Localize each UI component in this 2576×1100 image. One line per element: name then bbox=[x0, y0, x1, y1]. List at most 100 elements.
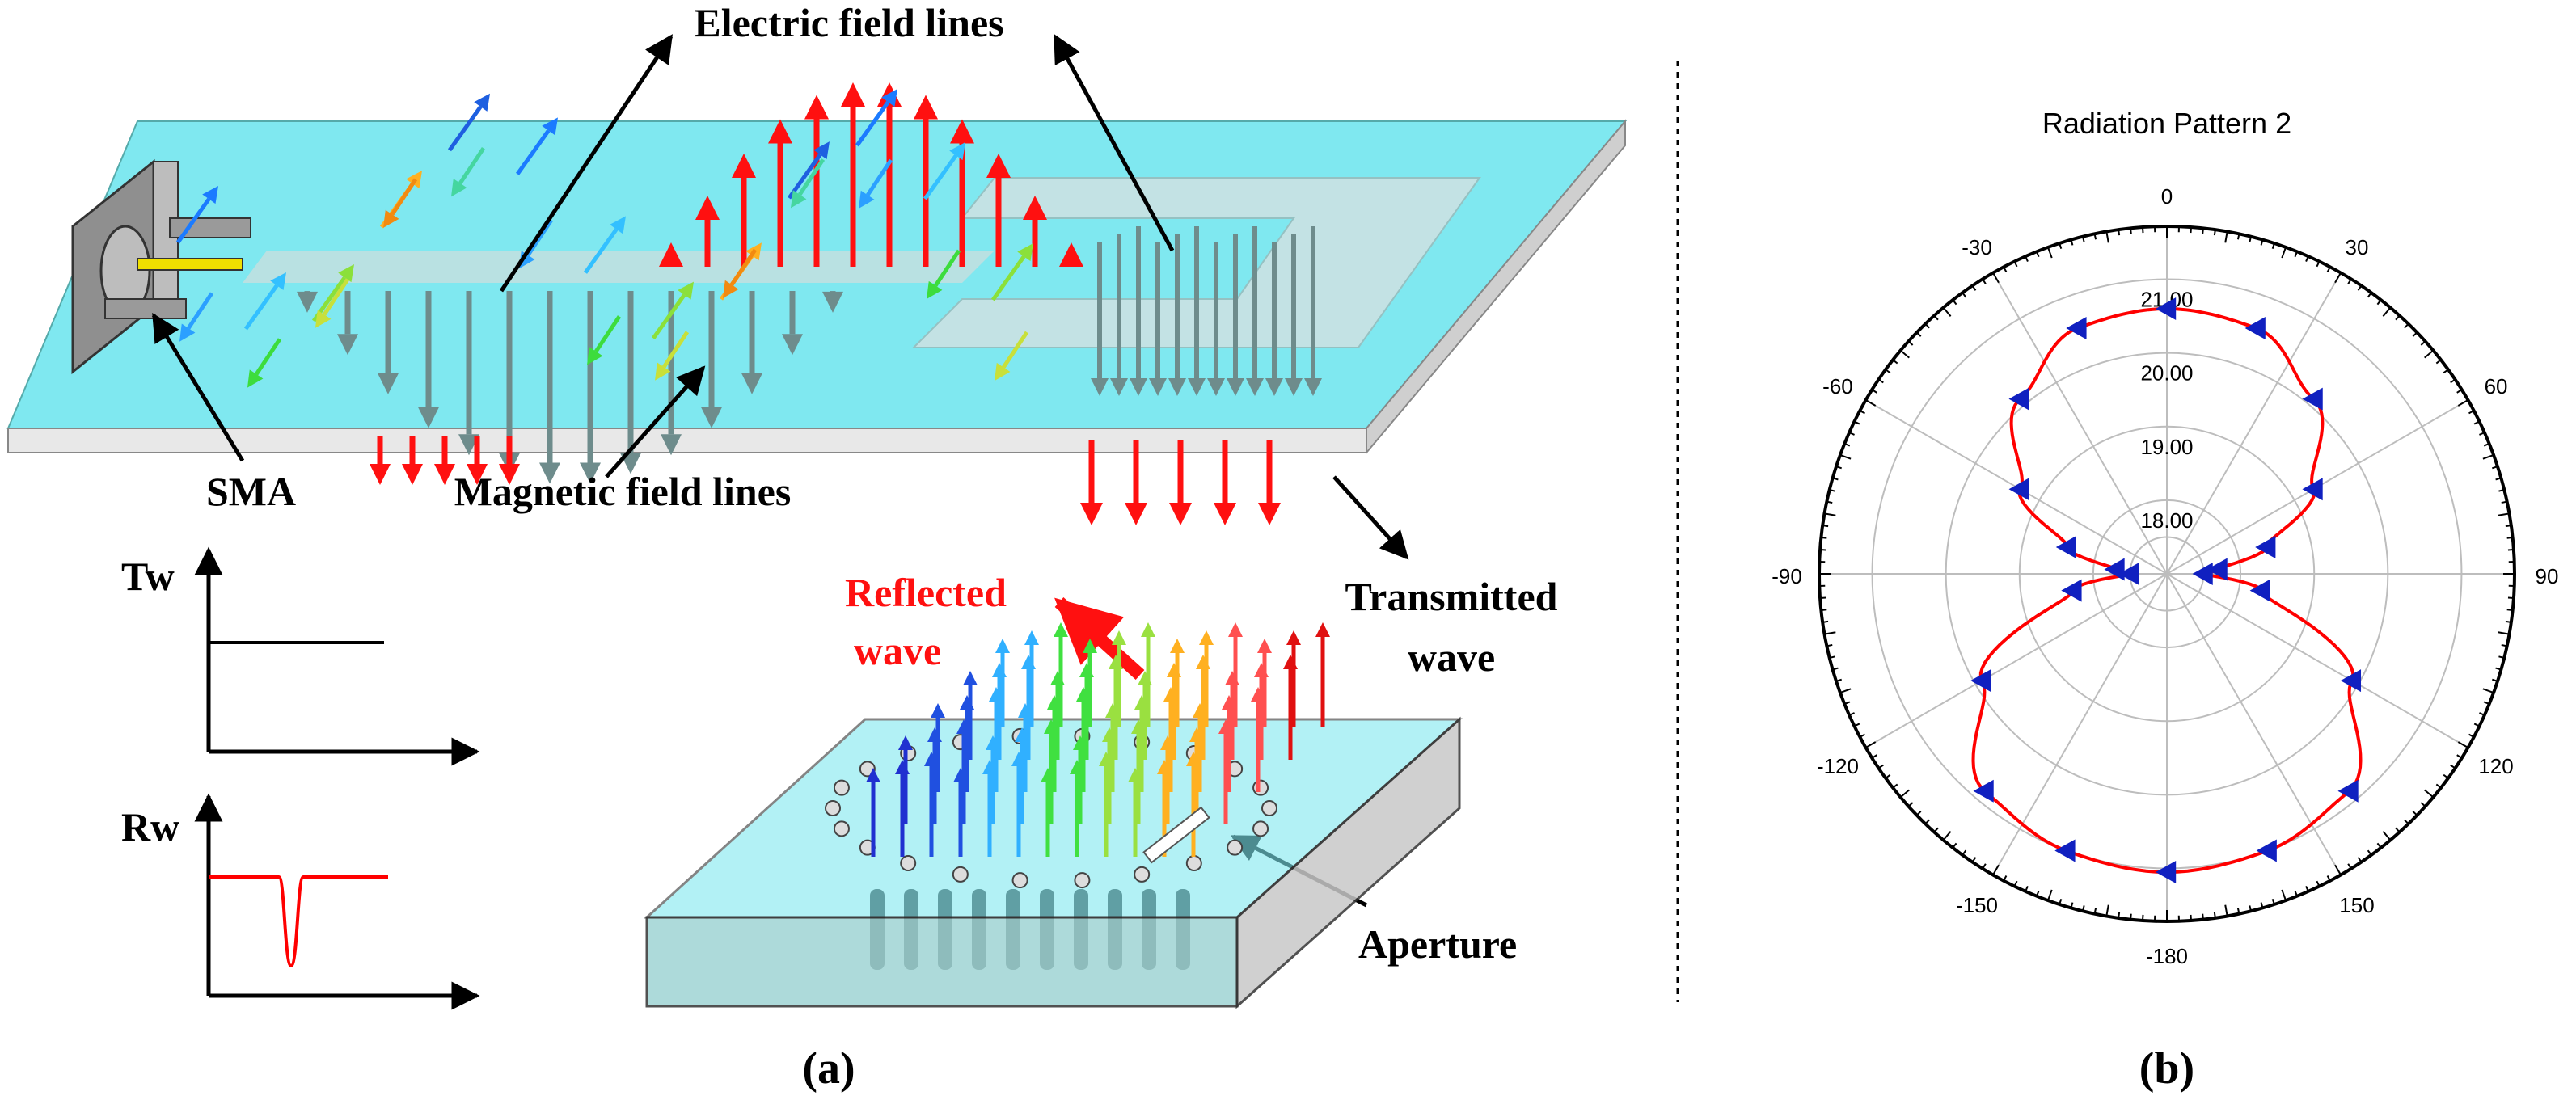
cavity-field-arrow bbox=[866, 768, 880, 857]
polar-tick bbox=[2479, 432, 2485, 436]
field-arrow-gray bbox=[580, 291, 601, 484]
polar-spoke bbox=[2166, 573, 2336, 866]
magnetic-field-arrow bbox=[723, 248, 758, 298]
electric-field-arrow bbox=[914, 95, 938, 267]
polar-tick bbox=[2404, 819, 2409, 825]
polar-radial-label: 19.00 bbox=[2140, 435, 2193, 459]
polar-angle-label: -150 bbox=[1956, 893, 1998, 917]
electric-field-arrow bbox=[695, 195, 720, 267]
polar-angle-label: -30 bbox=[1962, 235, 1992, 259]
polar-radial-label: 20.00 bbox=[2140, 361, 2193, 386]
polar-tick bbox=[2367, 849, 2372, 856]
polar-tick bbox=[2093, 234, 2097, 240]
polar-tick bbox=[2501, 500, 2507, 504]
electric-field-arrow bbox=[732, 153, 756, 267]
magnetic-field-arrow bbox=[855, 89, 897, 147]
polar-tick bbox=[1924, 322, 1930, 329]
polar-tick bbox=[2059, 242, 2063, 250]
panel-b: Radiation Pattern 2 0306090120150-180-15… bbox=[1772, 107, 2558, 1094]
polar-tick bbox=[2468, 733, 2475, 738]
magnetic-field-arrow bbox=[583, 216, 626, 274]
polar-tick bbox=[2260, 239, 2264, 246]
polar-tick bbox=[1824, 631, 1836, 635]
magnetic-field-arrow bbox=[315, 278, 350, 328]
cavity-front bbox=[645, 916, 1239, 1008]
cavity-field-arrow bbox=[963, 671, 978, 760]
polar-tick bbox=[2025, 255, 2029, 262]
polar-tick bbox=[2003, 266, 2008, 272]
polar-tick bbox=[2105, 231, 2109, 243]
polar-tick bbox=[1859, 410, 1865, 415]
reflected-wave-label-line2: wave bbox=[854, 628, 941, 673]
polar-tick bbox=[2395, 827, 2401, 833]
field-arrow-gray bbox=[1265, 242, 1283, 396]
polar-tick bbox=[2105, 904, 2109, 917]
polar-tick bbox=[2347, 278, 2352, 284]
rw-signal-plot: Rw bbox=[121, 793, 480, 1010]
field-arrow-gray bbox=[741, 291, 762, 394]
panel-a: Electric field lines Magnetic field line… bbox=[6, 0, 1628, 1094]
cavity-field-arrow bbox=[1286, 630, 1301, 727]
polar-tick bbox=[2424, 789, 2435, 799]
polar-tick bbox=[2224, 231, 2228, 243]
polar-tick bbox=[1848, 712, 1855, 716]
polar-tick bbox=[2294, 890, 2299, 897]
electric-field-arrow bbox=[1059, 242, 1083, 267]
polar-tick bbox=[2202, 228, 2204, 234]
polar-tick bbox=[1822, 525, 1829, 528]
pattern-marker bbox=[2055, 535, 2076, 558]
polar-tick bbox=[2326, 266, 2331, 272]
pattern-marker bbox=[2008, 478, 2029, 501]
polar-tick bbox=[2435, 783, 2442, 789]
polar-tick bbox=[1885, 773, 1891, 779]
polar-tick bbox=[2382, 831, 2392, 841]
board-side bbox=[1366, 119, 1626, 455]
pattern-marker bbox=[2192, 563, 2213, 585]
rw-signal bbox=[209, 875, 388, 968]
pattern-marker bbox=[2066, 317, 2087, 340]
polar-tick bbox=[2249, 236, 2252, 242]
polar-tick bbox=[2118, 230, 2121, 236]
magnetic-field-arrow bbox=[990, 243, 1033, 301]
polar-tick bbox=[1892, 783, 1898, 789]
pattern-marker bbox=[2302, 478, 2323, 501]
pattern-marker bbox=[2156, 861, 2177, 883]
microstrip-line bbox=[243, 251, 995, 283]
polar-spoke bbox=[1998, 282, 2168, 575]
magnetic-field-arrow bbox=[383, 178, 418, 228]
polar-tick bbox=[1885, 369, 1891, 374]
reflected-wave-arrow bbox=[1054, 597, 1145, 680]
magnetic-field-arrow bbox=[923, 142, 965, 200]
transmitted-arrow bbox=[1169, 440, 1192, 525]
polar-tick bbox=[1835, 678, 1843, 682]
electric-field-arrow bbox=[402, 436, 423, 485]
polar-tick bbox=[1824, 512, 1836, 516]
sma-label: SMA bbox=[206, 469, 296, 514]
polar-tick bbox=[2347, 863, 2352, 870]
polar-tick bbox=[2326, 875, 2331, 882]
polar-tick bbox=[2468, 410, 2475, 415]
polar-spoke bbox=[2166, 282, 2336, 575]
magnetic-field-arrow bbox=[451, 146, 486, 197]
caption-a: (a) bbox=[802, 1043, 855, 1094]
polar-tick bbox=[2059, 898, 2063, 905]
magnetic-field-arrow bbox=[515, 117, 558, 175]
cavity-field-arrow bbox=[1257, 639, 1272, 727]
field-arrow-gray bbox=[418, 291, 439, 428]
polar-tick bbox=[2412, 811, 2418, 816]
polar-tick bbox=[1952, 842, 1957, 849]
cavity-field-arrow bbox=[1112, 630, 1126, 727]
polar-tick bbox=[2082, 905, 2085, 912]
via-top bbox=[1134, 866, 1151, 883]
via-top bbox=[1261, 800, 1277, 816]
polar-tick bbox=[1865, 741, 1877, 748]
polar-tick bbox=[2236, 234, 2240, 240]
ring-resonator bbox=[911, 177, 1481, 348]
polar-tick bbox=[2450, 764, 2456, 769]
electric-field-arrow bbox=[434, 436, 455, 485]
sma-pin-lower bbox=[104, 298, 187, 319]
polar-radial-label: 18.00 bbox=[2140, 508, 2193, 533]
via-top bbox=[1185, 855, 1202, 872]
polar-tick bbox=[2506, 609, 2513, 611]
polar-tick bbox=[1871, 389, 1877, 394]
